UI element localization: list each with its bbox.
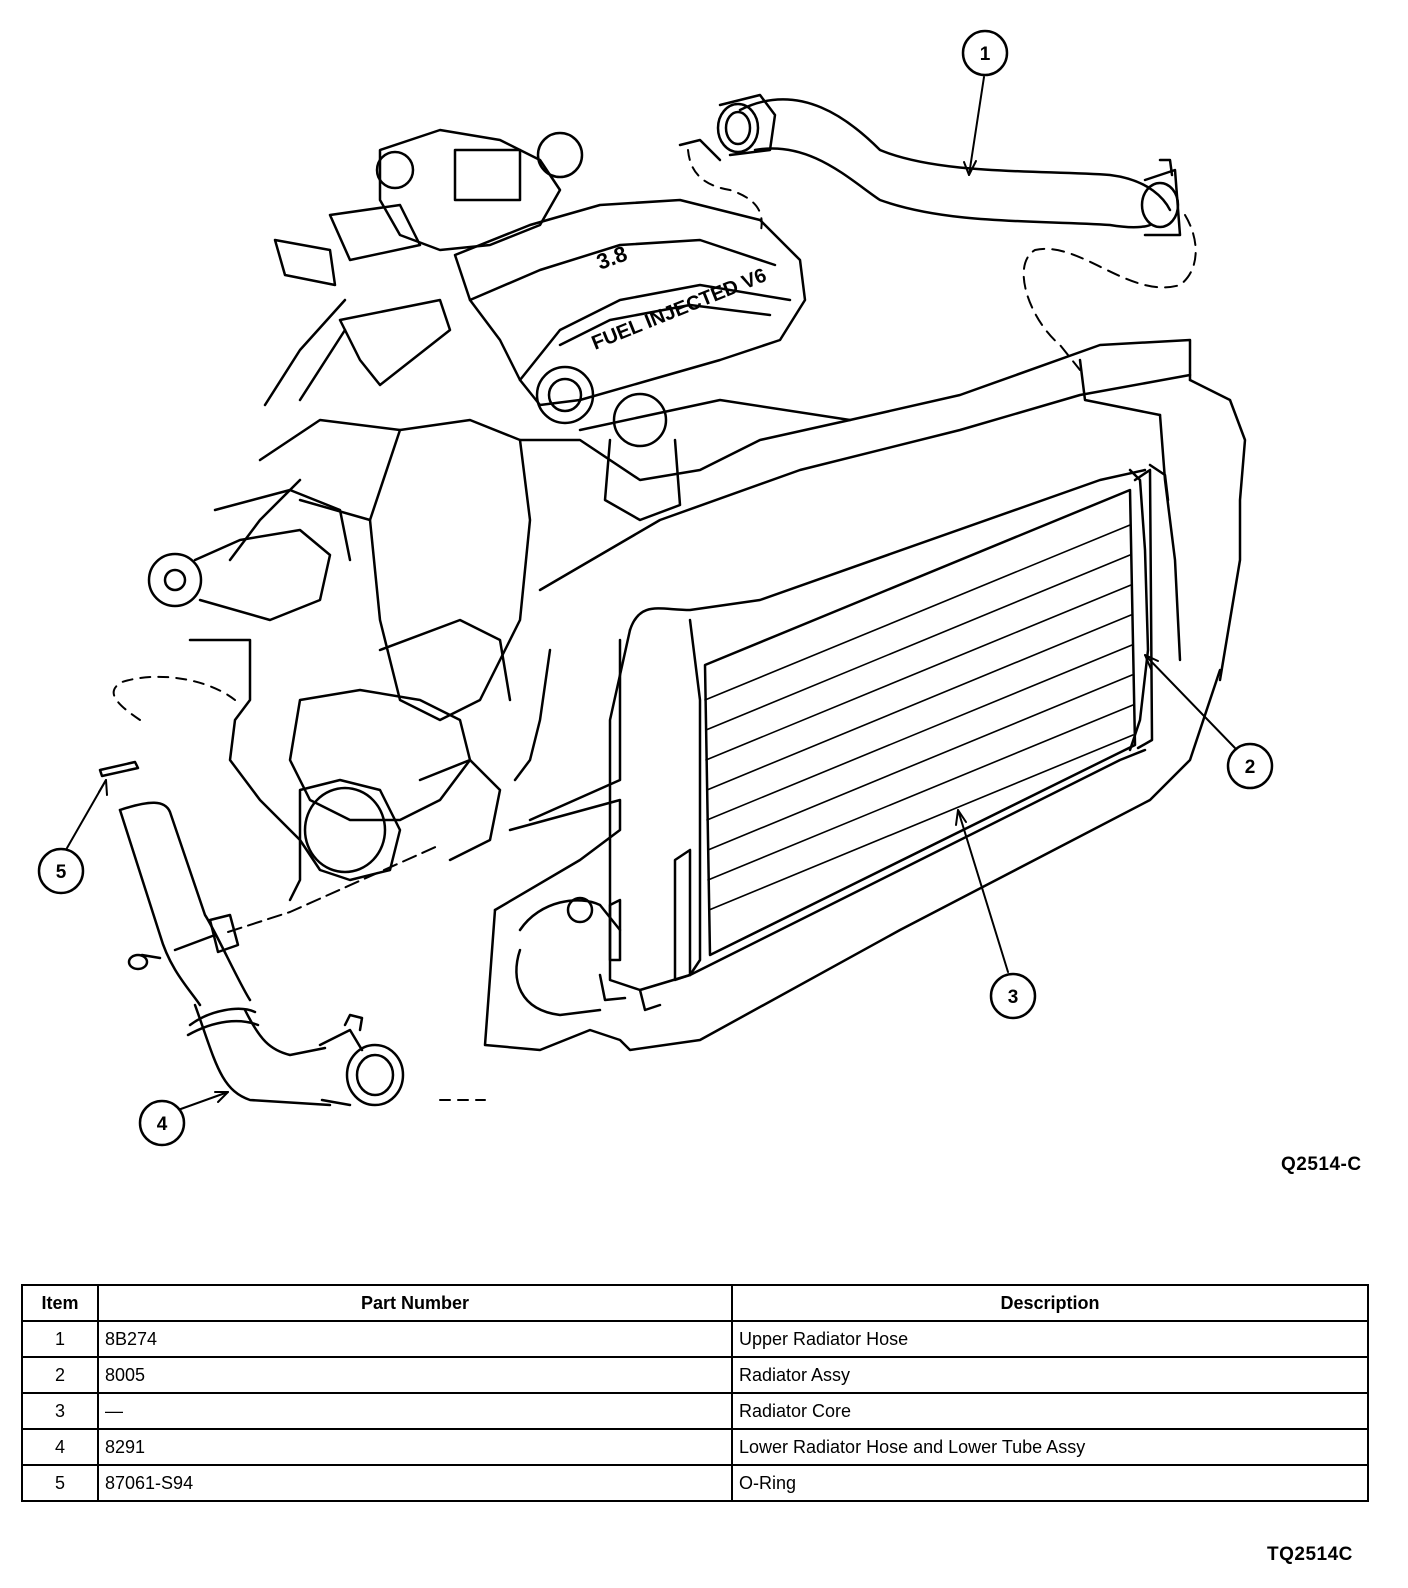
- item-cell: 4: [21, 1428, 99, 1466]
- part-number-column-header: Part Number: [97, 1284, 733, 1322]
- part-number-cell: 8B274: [97, 1320, 733, 1358]
- item-cell: 5: [21, 1464, 99, 1502]
- upper-radiator-hose: [716, 93, 1182, 237]
- o-ring: [98, 760, 140, 778]
- radiator-core: [673, 468, 1154, 982]
- table-row: 1 8B274 Upper Radiator Hose: [21, 1320, 1369, 1358]
- callout-4: 4: [138, 1099, 186, 1147]
- callout-2-leader: [1144, 654, 1236, 749]
- part-number-cell: 8291: [97, 1428, 733, 1466]
- exploded-view-diagram: FUEL INJECTED V6 3.8: [37, 29, 1274, 1147]
- callout-1: 1: [961, 29, 1009, 77]
- description-cell: Radiator Assy: [731, 1356, 1369, 1394]
- description-column-header: Description: [731, 1284, 1369, 1322]
- callout-5-number: 5: [56, 862, 67, 883]
- part-number-cell: 87061-S94: [97, 1464, 733, 1502]
- figure-code: Q2514-C: [1281, 1154, 1362, 1175]
- part-number-cell: 8005: [97, 1356, 733, 1394]
- description-cell: Radiator Core: [731, 1392, 1369, 1430]
- callout-3-number: 3: [1008, 987, 1019, 1008]
- callout-1-number: 1: [980, 44, 991, 65]
- engine-badge-text: FUEL INJECTED V6: [589, 264, 770, 354]
- table-code: TQ2514C: [1267, 1544, 1353, 1565]
- item-cell: 2: [21, 1356, 99, 1394]
- table-row: 4 8291 Lower Radiator Hose and Lower Tub…: [21, 1428, 1369, 1466]
- callout-markers: 1 2 3 4 5: [37, 29, 1274, 1147]
- table-row: 5 87061-S94 O-Ring: [21, 1464, 1369, 1502]
- callout-1-leader: [968, 76, 985, 176]
- item-column-header: Item: [21, 1284, 99, 1322]
- callout-5: 5: [37, 847, 85, 895]
- callout-4-number: 4: [157, 1114, 168, 1135]
- item-cell: 3: [21, 1392, 99, 1430]
- callout-2: 2: [1226, 742, 1274, 790]
- callout-3: 3: [989, 972, 1037, 1020]
- parts-table: Item Part Number Description 1 8B274 Upp…: [21, 1284, 1369, 1502]
- item-cell: 1: [21, 1320, 99, 1358]
- callout-3-leader: [957, 809, 1009, 973]
- description-cell: Lower Radiator Hose and Lower Tube Assy: [731, 1428, 1369, 1466]
- callout-2-number: 2: [1245, 757, 1256, 778]
- description-cell: O-Ring: [731, 1464, 1369, 1502]
- lower-radiator-hose: [118, 801, 441, 1107]
- callout-4-leader: [177, 1091, 229, 1111]
- part-number-cell: —: [97, 1392, 733, 1430]
- table-header-row: Item Part Number Description: [21, 1284, 1369, 1322]
- engine-illustration: FUEL INJECTED V6 3.8: [147, 128, 852, 902]
- table-row: 2 8005 Radiator Assy: [21, 1356, 1369, 1394]
- description-cell: Upper Radiator Hose: [731, 1320, 1369, 1358]
- table-row: 3 — Radiator Core: [21, 1392, 1369, 1430]
